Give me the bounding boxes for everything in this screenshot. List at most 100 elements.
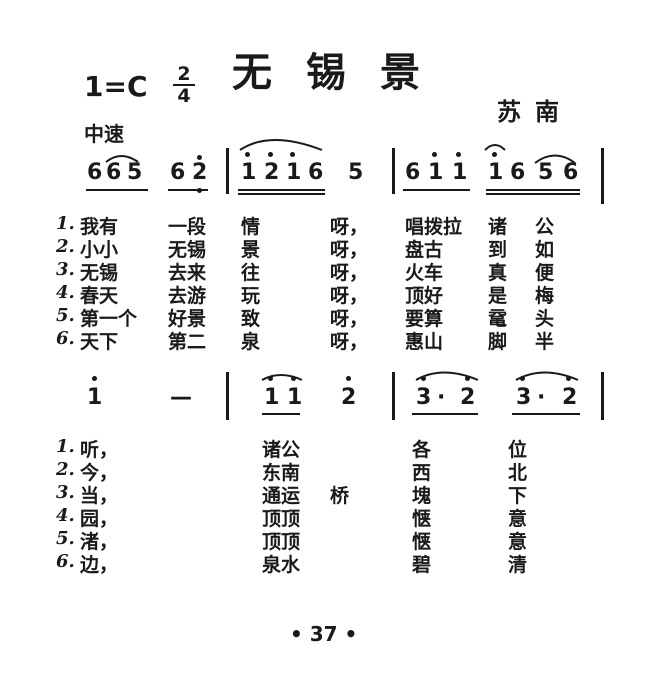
lyric-text: 天下: [80, 331, 119, 353]
verse-number: 2.: [56, 459, 75, 480]
lyric-text: 清: [508, 554, 528, 576]
note: ·: [437, 385, 446, 410]
lyric-text: 到: [488, 239, 508, 261]
lyric-text: 呀，: [330, 239, 369, 261]
lyric-text: 鼋: [488, 308, 508, 330]
note: 6: [563, 160, 579, 185]
song-title: 无锡景: [232, 49, 454, 96]
bar-line: [226, 372, 229, 420]
slur-mark: [515, 371, 579, 381]
lyric-text: 呀，: [330, 262, 369, 284]
note: 6: [170, 160, 186, 185]
note: 6: [308, 160, 324, 185]
lyric-text: 脚: [488, 331, 508, 353]
note: 6: [510, 160, 526, 185]
lyric-text: 如: [535, 239, 555, 261]
note: 1: [264, 385, 280, 410]
octave-dot: [520, 376, 525, 381]
bar-line: [392, 148, 395, 194]
note: —: [170, 385, 192, 410]
lyric-text: 泉: [241, 331, 261, 353]
bar-line: [601, 148, 604, 204]
lyric-text: 惬: [412, 508, 432, 530]
lyric-text: 塊: [412, 485, 432, 507]
lyric-text: 去游: [168, 285, 207, 307]
lyric-text: 梅: [535, 285, 555, 307]
slur-mark: [261, 374, 303, 381]
octave-dot: [268, 376, 273, 381]
lyric-text: 情: [241, 216, 261, 238]
lyric-text: 好景: [168, 308, 207, 330]
verse-number: 5.: [56, 305, 75, 326]
time-signature: 2 4: [173, 64, 195, 106]
lyric-text: 去来: [168, 262, 207, 284]
note: 5: [538, 160, 554, 185]
octave-dot: [290, 152, 295, 157]
lyric-text: 半: [535, 331, 555, 353]
bar-line: [601, 372, 604, 420]
lyric-text: 呀，: [330, 308, 369, 330]
lyric-text: 今，: [80, 462, 119, 484]
note: 6: [405, 160, 421, 185]
lyric-text: 下: [508, 485, 528, 507]
lyric-text: 唱拨拉: [405, 216, 463, 238]
lyric-text: 惬: [412, 531, 432, 553]
lyric-text: 头: [535, 308, 555, 330]
lyric-text: 第二: [168, 331, 207, 353]
lyric-text: 往: [241, 262, 261, 284]
note: 6: [106, 160, 122, 185]
lyric-text: 景: [241, 239, 261, 261]
lyric-text: 位: [508, 439, 528, 461]
lyric-text: 要算: [405, 308, 444, 330]
octave-dot: [566, 376, 571, 381]
lyric-text: 通运: [262, 485, 301, 507]
song-region: 苏南: [497, 97, 573, 126]
note: 2: [562, 385, 578, 410]
lyric-text: 边，: [80, 554, 119, 576]
note: 5: [127, 160, 143, 185]
lyric-text: 顶好: [405, 285, 444, 307]
verse-number: 1.: [56, 213, 75, 234]
lyric-text: 顶顶: [262, 508, 301, 530]
lyric-text: 北: [508, 462, 528, 484]
note: 3: [416, 385, 432, 410]
lyric-text: 呀，: [330, 216, 369, 238]
lyric-text: 诸公: [262, 439, 301, 461]
octave-dot: [92, 376, 97, 381]
time-signature-bottom: 4: [177, 85, 191, 107]
lyric-text: 无锡: [80, 262, 119, 284]
lyric-text: 玩: [241, 285, 261, 307]
page-number: • 37 •: [290, 622, 358, 646]
lyric-text: 便: [535, 262, 555, 284]
lyric-text: 东南: [262, 462, 301, 484]
lyric-text: 听，: [80, 439, 119, 461]
octave-dot: [245, 152, 250, 157]
lyric-text: 当，: [80, 485, 119, 507]
lyric-text: 盘古: [405, 239, 444, 261]
bar-line: [392, 372, 395, 420]
octave-dot: [291, 376, 296, 381]
slur-mark: [415, 371, 479, 381]
verse-number: 3.: [56, 482, 75, 503]
lyric-text: 小小: [80, 239, 119, 261]
lyric-text: 一段: [168, 216, 207, 238]
lyric-text: 各: [412, 439, 432, 461]
verse-number: 5.: [56, 528, 75, 549]
lyric-text: 泉水: [262, 554, 301, 576]
lyric-text: 桥: [330, 485, 350, 507]
lyric-text: 呀，: [330, 285, 369, 307]
lyric-text: 惠山: [405, 331, 444, 353]
verse-number: 3.: [56, 259, 75, 280]
octave-dot: [432, 152, 437, 157]
octave-dot: [346, 376, 351, 381]
lyric-text: 第一个: [80, 308, 138, 330]
note: 1: [241, 160, 257, 185]
lyric-text: 无锡: [168, 239, 207, 261]
lyric-text: 渚，: [80, 531, 119, 553]
bar-line: [226, 148, 229, 194]
note: 1: [452, 160, 468, 185]
slur-mark: [534, 154, 576, 164]
note: 2: [264, 160, 280, 185]
tempo-marking: 中速: [84, 122, 124, 146]
